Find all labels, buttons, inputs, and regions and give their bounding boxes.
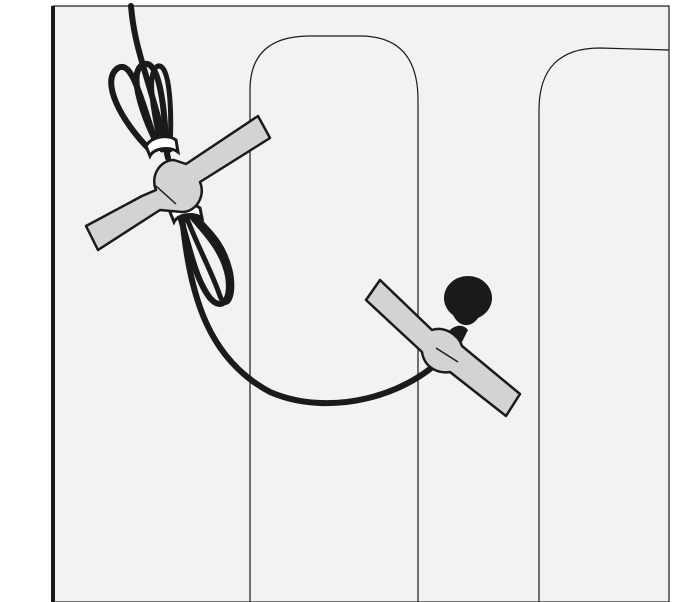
cable-coil-icon [108, 3, 451, 407]
wall-panel [52, 5, 670, 602]
cable-band-upper [144, 135, 181, 160]
tape-strip-icon [84, 114, 272, 252]
tape-strip-lower-icon [364, 278, 522, 418]
channel-right [538, 47, 670, 602]
channel-left [249, 35, 419, 602]
